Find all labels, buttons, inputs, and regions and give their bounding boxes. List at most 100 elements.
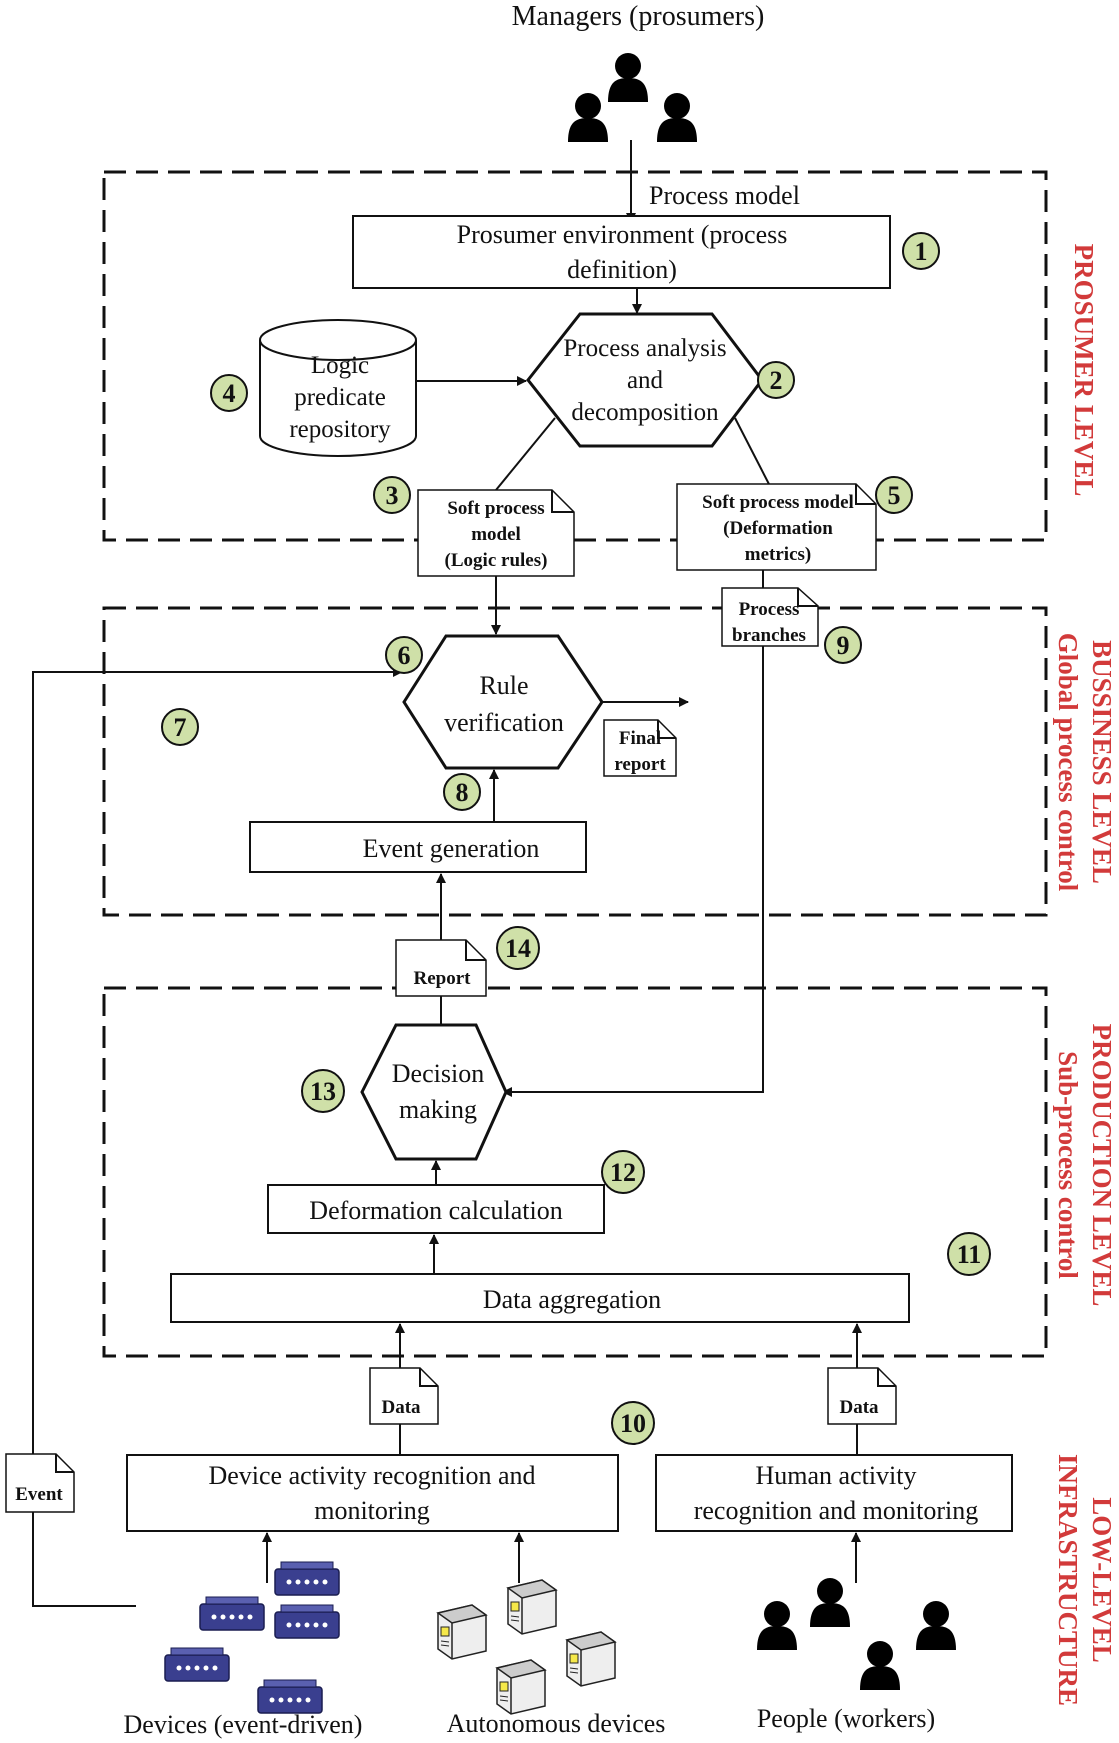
final-report-line2: report bbox=[614, 754, 666, 775]
logic-repo-line3: repository bbox=[289, 416, 391, 443]
prosumer-environment-box bbox=[352, 215, 891, 289]
step-badge-13: 13 bbox=[301, 1069, 345, 1113]
data-doc-right-label: Data bbox=[839, 1397, 879, 1418]
step-badge-7: 7 bbox=[161, 708, 199, 746]
business-level-frame bbox=[102, 606, 1048, 917]
svg-text:11: 11 bbox=[957, 1240, 982, 1269]
svg-text:9: 9 bbox=[837, 631, 850, 660]
devices-label: Devices (event-driven) bbox=[124, 1710, 363, 1739]
process-analysis-line2: and bbox=[627, 367, 664, 394]
process-branches-doc bbox=[721, 587, 819, 647]
soft-deform-line3: metrics) bbox=[745, 544, 811, 565]
doc-fold bbox=[797, 588, 818, 607]
people-label: People (workers) bbox=[757, 1704, 935, 1733]
production-level-frame bbox=[102, 986, 1048, 1358]
event-doc-label: Event bbox=[15, 1484, 63, 1505]
process-model-label: Process model bbox=[649, 181, 800, 210]
doc-fold bbox=[657, 720, 676, 739]
logic-repo-line2: predicate bbox=[294, 384, 386, 411]
production-level-sublabel: Sub-process control bbox=[1053, 1051, 1083, 1279]
business-level-sublabel: Global process control bbox=[1053, 633, 1083, 892]
svg-text:2: 2 bbox=[770, 366, 783, 395]
human-activity-box bbox=[655, 1454, 1013, 1532]
autonomous-devices-label: Autonomous devices bbox=[447, 1709, 666, 1738]
process-analysis-line3: decomposition bbox=[571, 399, 719, 426]
svg-text:14: 14 bbox=[505, 934, 531, 963]
logic-repo-line1: Logic bbox=[311, 352, 369, 379]
step-badge-3: 3 bbox=[373, 476, 411, 514]
doc-fold bbox=[419, 1368, 438, 1387]
step-badge-12: 12 bbox=[601, 1150, 645, 1194]
prosumer-level-frame bbox=[102, 170, 1048, 542]
doc-fold bbox=[877, 1368, 896, 1387]
deformation-calculation-box bbox=[267, 1184, 605, 1234]
infrastructure-level-label: LOW-LEVEL bbox=[1087, 1497, 1117, 1663]
decision-making-line2: making bbox=[399, 1095, 477, 1124]
step-badge-6: 6 bbox=[385, 636, 423, 674]
event-generation-label: Event generation bbox=[363, 834, 540, 863]
data-aggregation-label: Data aggregation bbox=[483, 1285, 661, 1314]
rule-verification-hexagon bbox=[402, 634, 604, 770]
svg-text:10: 10 bbox=[620, 1409, 646, 1438]
soft-process-model-logic-doc bbox=[417, 489, 575, 577]
device-activity-line1: Device activity recognition and bbox=[208, 1461, 535, 1490]
step-badge-14: 14 bbox=[496, 926, 540, 970]
process-branches-line2: branches bbox=[732, 625, 806, 646]
step-badge-11: 11 bbox=[947, 1232, 991, 1276]
prosumer-level-label: PROSUMER LEVEL bbox=[1069, 244, 1099, 497]
soft-deform-line1: Soft process model bbox=[702, 492, 854, 513]
soft-logic-line3: (Logic rules) bbox=[445, 550, 548, 571]
doc-fold bbox=[855, 484, 876, 505]
people-workers-icon bbox=[757, 1578, 956, 1690]
prosumer-environment-line2: definition) bbox=[567, 255, 677, 284]
event-generation-box bbox=[249, 821, 587, 873]
soft-deform-line2: (Deformation bbox=[723, 518, 833, 539]
soft-logic-line1: Soft process bbox=[447, 498, 544, 519]
svg-text:3: 3 bbox=[386, 481, 399, 510]
step-badge-10: 10 bbox=[611, 1401, 655, 1445]
svg-text:13: 13 bbox=[310, 1077, 336, 1106]
line-analysis-to-logic-model bbox=[495, 417, 556, 491]
svg-text:1: 1 bbox=[915, 237, 928, 266]
devices-event-driven-icon bbox=[164, 1561, 340, 1714]
step-badge-1: 1 bbox=[902, 232, 940, 270]
rule-verification-line1: Rule bbox=[479, 671, 528, 700]
process-analysis-line1: Process analysis bbox=[563, 335, 726, 362]
business-level-label: BUSSINESS LEVEL bbox=[1087, 640, 1117, 884]
doc-fold bbox=[55, 1454, 74, 1473]
report-doc bbox=[395, 939, 487, 997]
process-branches-line1: Process bbox=[739, 599, 800, 620]
report-doc-label: Report bbox=[414, 968, 472, 989]
svg-text:6: 6 bbox=[398, 641, 411, 670]
rule-verification-line2: verification bbox=[444, 708, 564, 737]
step-badge-4: 4 bbox=[210, 374, 248, 412]
svg-text:7: 7 bbox=[174, 713, 187, 742]
step-badge-2: 2 bbox=[757, 361, 795, 399]
arrow-event-loop-to-rule bbox=[32, 667, 403, 1607]
decision-making-hexagon bbox=[360, 1023, 508, 1161]
managers-icon bbox=[568, 53, 697, 142]
step-badge-8: 8 bbox=[443, 773, 481, 811]
step-badge-5: 5 bbox=[875, 476, 913, 514]
production-level-label: PRODUCTION LEVEL bbox=[1087, 1024, 1117, 1307]
human-activity-line1: Human activity bbox=[755, 1461, 916, 1490]
doc-fold bbox=[551, 490, 574, 513]
svg-text:12: 12 bbox=[610, 1158, 636, 1187]
logic-predicate-repository bbox=[259, 319, 417, 457]
autonomous-devices-icon bbox=[437, 1579, 616, 1715]
arrow-branches-to-decision bbox=[502, 646, 764, 1097]
step-badge-9: 9 bbox=[824, 626, 862, 664]
data-doc-left-label: Data bbox=[381, 1397, 421, 1418]
doc-fold bbox=[465, 940, 486, 961]
svg-text:4: 4 bbox=[223, 379, 236, 408]
device-activity-line2: monitoring bbox=[314, 1496, 430, 1525]
prosumer-environment-line1: Prosumer environment (process bbox=[457, 220, 788, 249]
infrastructure-level-sublabel: INFRASTRUCTURE bbox=[1053, 1454, 1083, 1706]
svg-text:8: 8 bbox=[456, 778, 469, 807]
svg-text:5: 5 bbox=[888, 481, 901, 510]
human-activity-line2: recognition and monitoring bbox=[694, 1496, 979, 1525]
decision-making-line1: Decision bbox=[392, 1059, 484, 1088]
data-aggregation-box bbox=[170, 1273, 910, 1323]
soft-logic-line2: model bbox=[471, 524, 521, 545]
